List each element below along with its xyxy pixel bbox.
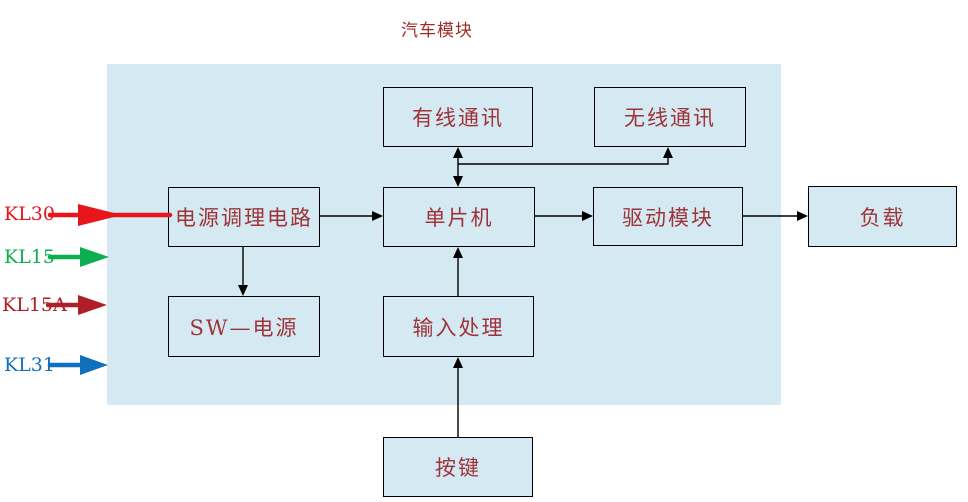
kl30-label: KL30 bbox=[4, 203, 55, 225]
node-input-processing: 输入处理 bbox=[383, 296, 534, 357]
node-label: 输入处理 bbox=[412, 315, 505, 340]
node-power-conditioning: 电源调理电路 bbox=[168, 187, 320, 247]
kl15-label: KL15 bbox=[4, 246, 55, 268]
node-label: 单片机 bbox=[424, 206, 494, 230]
kl31-label: KL31 bbox=[4, 354, 55, 376]
kl15a-label: KL15A bbox=[2, 294, 67, 316]
node-label: 按键 bbox=[435, 456, 481, 480]
node-wireless-comm: 无线通讯 bbox=[594, 87, 746, 147]
node-label: 负载 bbox=[859, 205, 906, 230]
node-label: 无线通讯 bbox=[624, 106, 716, 130]
node-load: 负载 bbox=[808, 186, 957, 247]
node-sw-power: SW—电源 bbox=[168, 296, 320, 357]
node-label: 电源调理电路 bbox=[175, 206, 313, 230]
node-mcu: 单片机 bbox=[383, 187, 535, 247]
node-driver-module: 驱动模块 bbox=[593, 187, 743, 246]
node-label: 驱动模块 bbox=[622, 205, 714, 230]
kl31-arrow-icon bbox=[47, 355, 108, 375]
node-wired-comm: 有线通讯 bbox=[383, 87, 533, 147]
diagram-title: 汽车模块 bbox=[401, 21, 473, 41]
node-key-button: 按键 bbox=[383, 437, 533, 497]
node-label: SW—电源 bbox=[189, 315, 299, 340]
node-label: 有线通讯 bbox=[412, 106, 504, 130]
kl15-arrow-icon bbox=[47, 247, 109, 267]
